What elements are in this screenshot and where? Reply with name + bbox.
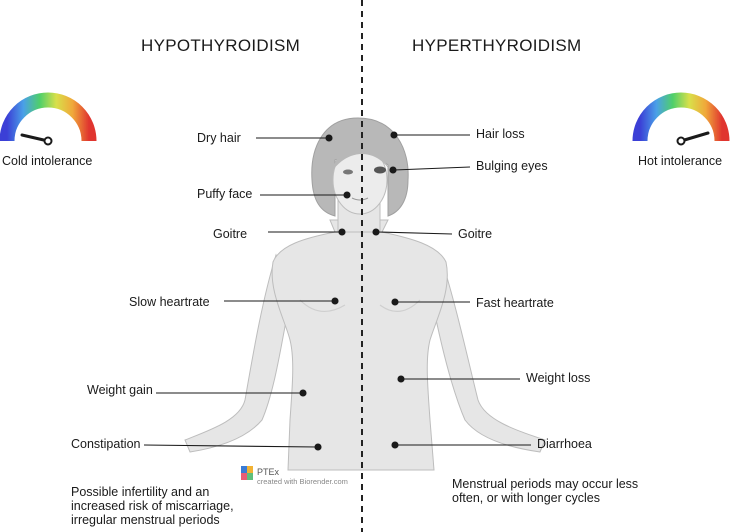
biorender-logo-icon [241, 466, 253, 480]
label-constipation: Constipation [71, 437, 141, 451]
label-slow-heartrate: Slow heartrate [129, 295, 210, 309]
fringe [333, 145, 388, 170]
cold-intolerance-label: Cold intolerance [2, 154, 93, 168]
label-goitre-hypo: Goitre [213, 227, 248, 241]
hypo-leaders [143, 134, 351, 451]
watermark-credit: created with Biorender.com [257, 477, 348, 486]
cold-gauge-pivot [43, 136, 53, 146]
hypo-menstrual-note: Possible infertility and an increased ri… [71, 485, 234, 527]
label-weight-loss: Weight loss [526, 371, 591, 385]
label-fast-heartrate: Fast heartrate [476, 296, 554, 310]
hot-intolerance-label: Hot intolerance [638, 154, 723, 168]
label-puffy-face: Puffy face [197, 187, 253, 201]
hot-gauge-needle [679, 131, 710, 143]
cold-gauge-arc [0, 92, 97, 142]
chest-contour [299, 299, 421, 312]
left-arm [184, 253, 291, 453]
left-eye [343, 169, 353, 175]
label-hair-loss: Hair loss [476, 127, 525, 141]
hot-gauge-pivot [676, 136, 686, 146]
hypothyroidism-heading: HYPOTHYROIDISM [141, 36, 301, 55]
label-goitre-hyper: Goitre [458, 227, 493, 241]
cold-gauge [0, 92, 97, 146]
hyperthyroidism-heading: HYPERTHYROIDISM [412, 36, 582, 55]
label-dry-hair: Dry hair [197, 131, 241, 145]
label-bulging-eyes: Bulging eyes [476, 159, 548, 173]
hyper-menstrual-note: Menstrual periods may occur less often, … [452, 477, 639, 505]
leader-goitre-hyper [376, 231, 453, 235]
leader-constipation [143, 444, 318, 448]
watermark: PTEx created with Biorender.com [257, 467, 348, 487]
watermark-brand: PTEx [257, 467, 280, 477]
hot-gauge [632, 92, 730, 146]
right-eye [374, 166, 386, 174]
label-weight-gain: Weight gain [87, 383, 153, 397]
label-diarrhoea: Diarrhoea [537, 437, 592, 451]
hot-gauge-arc [632, 92, 730, 142]
mouth [351, 197, 369, 201]
leader-bulging-eyes [393, 166, 471, 171]
right-arm [431, 254, 546, 453]
hyper-leaders [372, 131, 531, 449]
torso [271, 219, 448, 471]
